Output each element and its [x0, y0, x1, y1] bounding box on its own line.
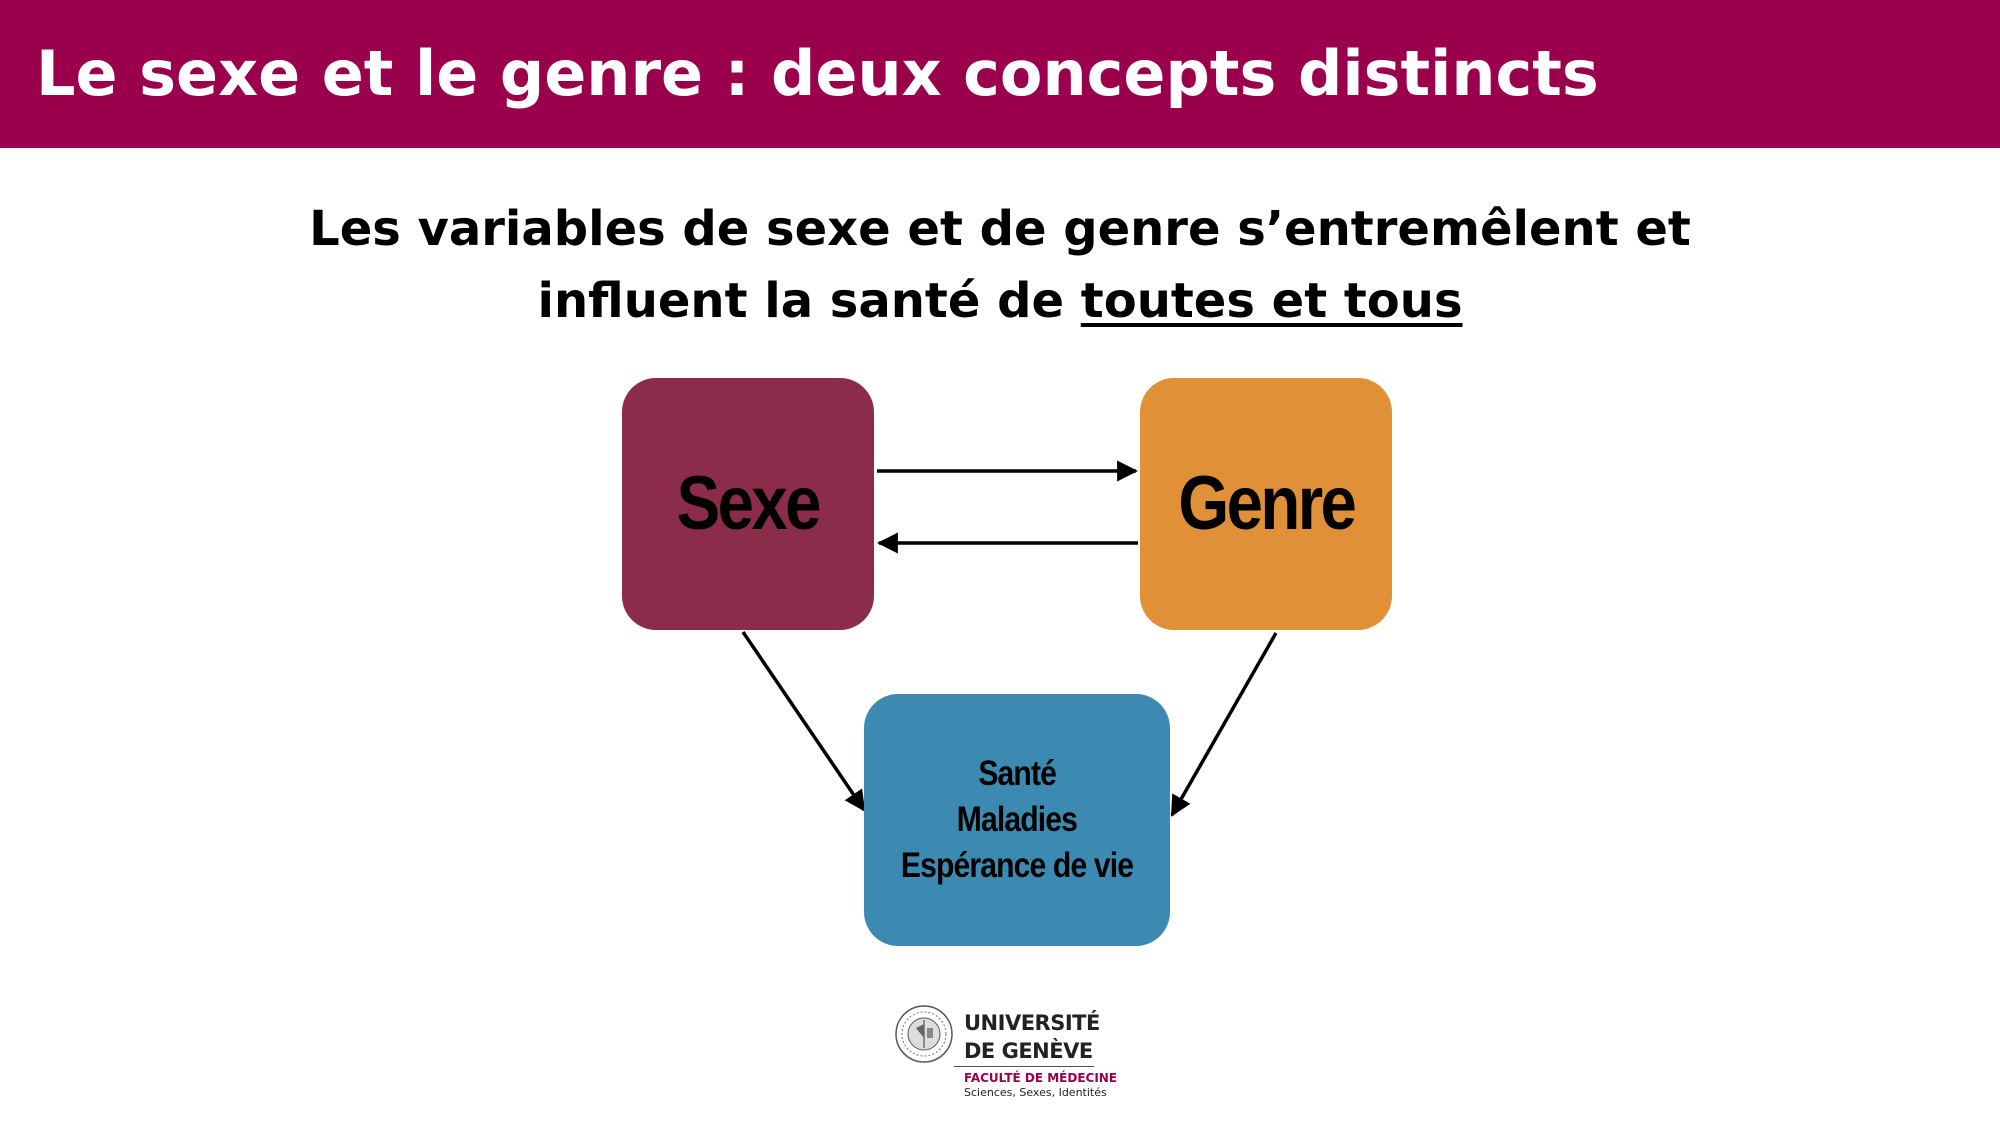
university-name: UNIVERSITÉ DE GENÈVE: [964, 1009, 1100, 1065]
slide-subtitle: Les variables de sexe et de genre s’entr…: [0, 193, 2000, 337]
university-name-line-1: UNIVERSITÉ: [964, 1011, 1100, 1035]
university-logo: UNIVERSITÉ DE GENÈVE FACULTÉ DE MÉDECINE…: [894, 1002, 1117, 1102]
university-seal-icon: [895, 1005, 953, 1063]
sexe-label: Sexe: [676, 461, 822, 546]
outcome-sante: Santé: [978, 754, 1057, 793]
outcome-esperance-de-vie: Espérance de vie: [900, 846, 1134, 885]
genre-node: Genre: [1140, 378, 1392, 630]
slide-title: Le sexe et le genre : deux concepts dist…: [36, 37, 1599, 110]
arrow-sexe-to-outcomes: [741, 631, 866, 812]
arrow-genre-to-outcomes: [1170, 632, 1278, 817]
subtitle-emphasis: toutes et tous: [1080, 273, 1463, 329]
university-name-line-2: DE GENÈVE: [964, 1039, 1093, 1063]
health-outcomes-node: Santé Maladies Espérance de vie: [864, 694, 1170, 946]
subtitle-line-2: influent la santé de toutes et tous: [0, 265, 2000, 337]
subtitle-line-1: Les variables de sexe et de genre s’entr…: [309, 201, 1691, 257]
header-bar: Le sexe et le genre : deux concepts dist…: [0, 0, 2000, 148]
subtitle-line-2-prefix: influent la santé de: [537, 273, 1081, 329]
sexe-node: Sexe: [622, 378, 874, 630]
program-name: Sciences, Sexes, Identités: [964, 1086, 1107, 1099]
outcome-maladies: Maladies: [956, 800, 1078, 839]
faculty-name: FACULTÉ DE MÉDECINE: [964, 1071, 1118, 1085]
logo-divider: [954, 1066, 1094, 1067]
genre-label: Genre: [1177, 461, 1357, 546]
